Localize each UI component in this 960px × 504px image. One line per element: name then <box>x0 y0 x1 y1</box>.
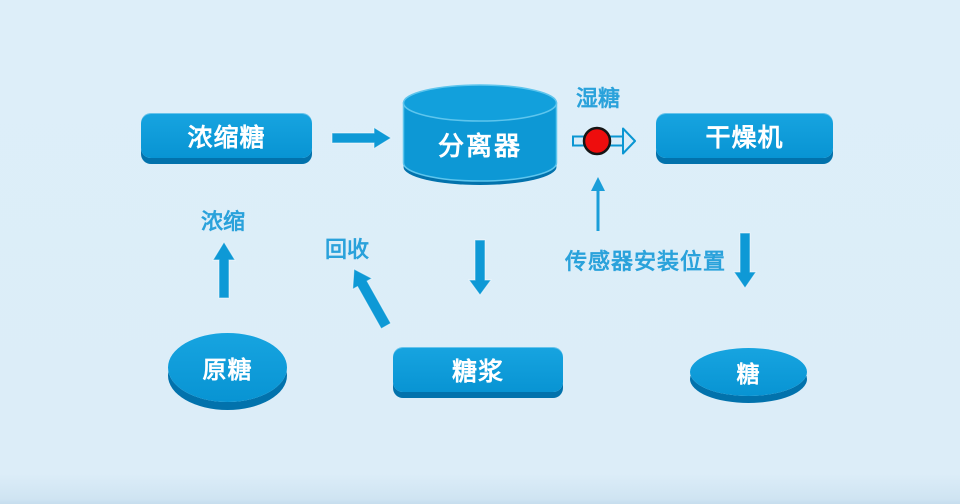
sensor-dot <box>582 126 612 156</box>
node-dryer: 干燥机 <box>656 113 833 158</box>
separator-node-label: 分离器 <box>437 131 522 161</box>
arrow-concentrated-to-separator <box>331 126 392 150</box>
node-sugar: 糖 <box>690 348 807 396</box>
label-sensor-position: 传感器安装位置 <box>565 249 727 274</box>
node-syrup: 糖浆 <box>393 347 563 392</box>
label-recycle: 回收 <box>325 237 370 262</box>
sensor-indicator <box>572 126 636 156</box>
arrow-rawsugar-to-concentrated <box>212 241 236 299</box>
sensor-open-arrowhead <box>622 127 636 155</box>
arrow-dryer-to-sugar <box>733 232 757 289</box>
label-concentrate: 浓缩 <box>201 209 246 234</box>
arrow-syrup-recycle <box>352 268 392 330</box>
label-wet-sugar: 湿糖 <box>576 86 621 111</box>
sensor-pointer-arrow <box>591 177 605 231</box>
arrow-separator-to-syrup <box>468 239 492 296</box>
sensor-pipe <box>572 135 624 147</box>
node-raw-sugar: 原糖 <box>168 333 287 402</box>
node-concentrated-sugar: 浓缩糖 <box>141 113 312 158</box>
